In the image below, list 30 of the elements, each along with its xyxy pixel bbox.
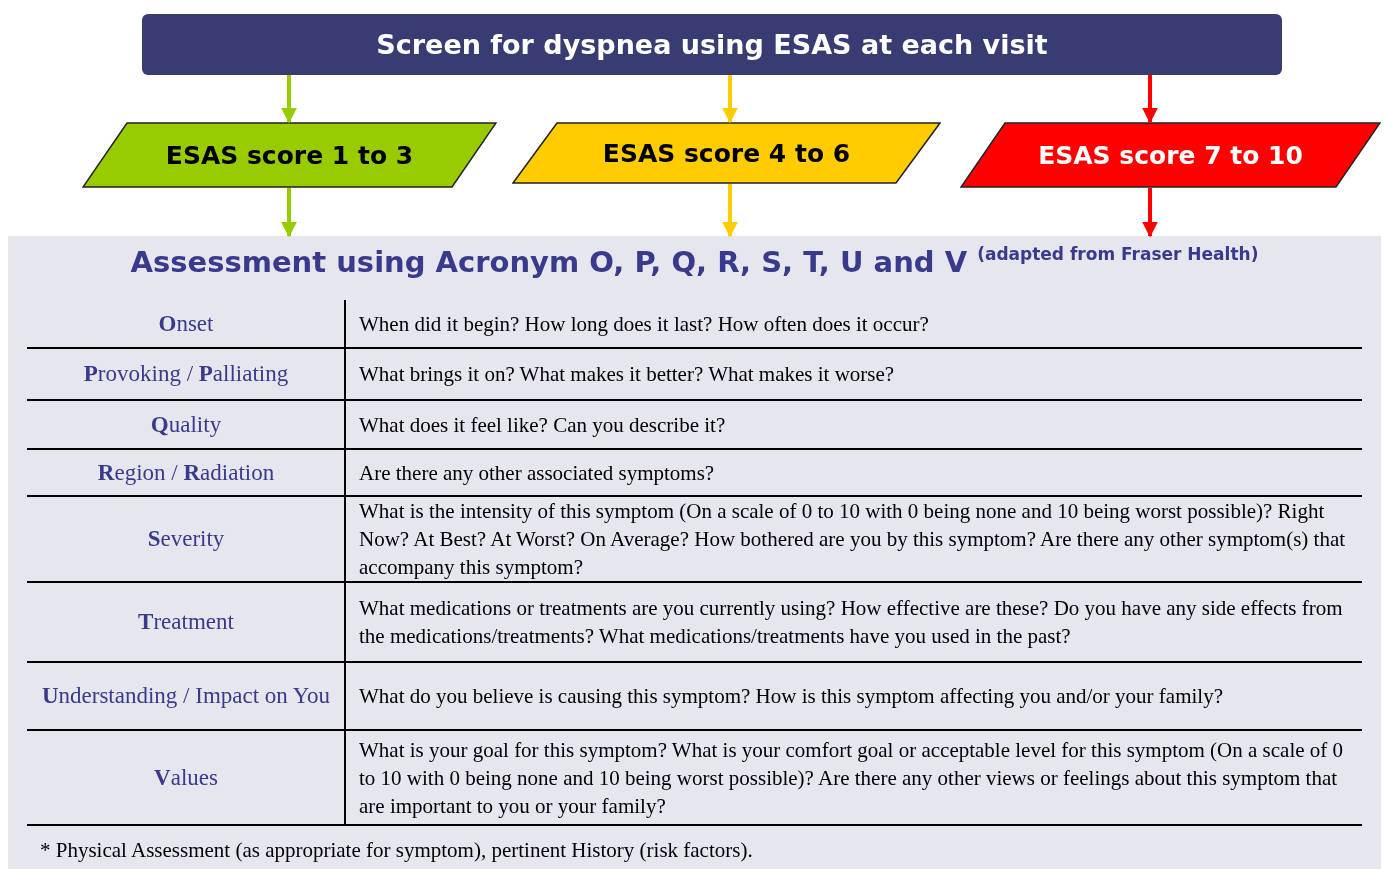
question-text: What medications or treatments are you currently using? How effective are these? Do you have any side effects from the medications/treatments? What medications/treatments have you used in the past? <box>359 595 1344 650</box>
score-label: ESAS score 4 to 6 <box>602 138 851 168</box>
row-heading: Treatment <box>138 608 234 636</box>
row-heading: Quality <box>150 410 222 439</box>
question-text: When did it begin? How long does it last? How often does it occur? <box>359 311 929 338</box>
question-text: What is your goal for this symptom? What is your comfort goal or acceptable level for this symptom (On a scale of 0 to 10 with 0 being none and 10 being worst possible)? Are there any other views or feelings about this symptom that are important to you or your family? <box>359 736 1345 820</box>
row-heading: Severity <box>147 525 225 553</box>
panel-heading: Assessment using Acronym O, P, Q, R, S, T, U and V <box>130 245 968 279</box>
arrow <box>1142 188 1158 238</box>
question-text: Are there any other associated symptoms? <box>359 459 715 487</box>
score-label: ESAS score 7 to 10 <box>1038 140 1303 170</box>
question-text: What do you believe is causing this symptom? How is this symptom affecting you and/or your family? <box>359 683 1223 710</box>
row-heading: Provoking / Palliating <box>83 360 289 388</box>
assessment-panel <box>8 236 1381 869</box>
arrow <box>722 184 738 238</box>
score-label: ESAS score 1 to 3 <box>165 140 414 170</box>
header-banner: Screen for dyspnea using ESAS at each visit <box>142 14 1282 75</box>
question-text: What is the intensity of this symptom (On a scale of 0 to 10 with 0 being none and 10 being worst possible)? Right Now? At Best? At Worst? On Average? How bothered are you by this symptom? Are there any other symptom(s) that accompany this symptom? <box>359 498 1347 581</box>
arrow <box>1142 75 1158 124</box>
row-heading: Region / Radiation <box>97 458 275 487</box>
question-text: What brings it on? What makes it better? What makes it worse? <box>359 361 895 388</box>
row-heading: Understanding / Impact on You <box>41 682 331 710</box>
arrow <box>281 75 297 124</box>
arrow <box>281 188 297 238</box>
source-note: (adapted from Fraser Health) <box>977 244 1259 264</box>
question-text: What does it feel like? Can you describe it? <box>359 411 726 439</box>
arrow <box>722 75 738 124</box>
footnote: * Physical Assessment (as appropriate for symptom), pertinent History (risk factors). <box>40 837 753 864</box>
row-heading: Values <box>154 763 218 792</box>
row-heading: Onset <box>158 310 214 338</box>
